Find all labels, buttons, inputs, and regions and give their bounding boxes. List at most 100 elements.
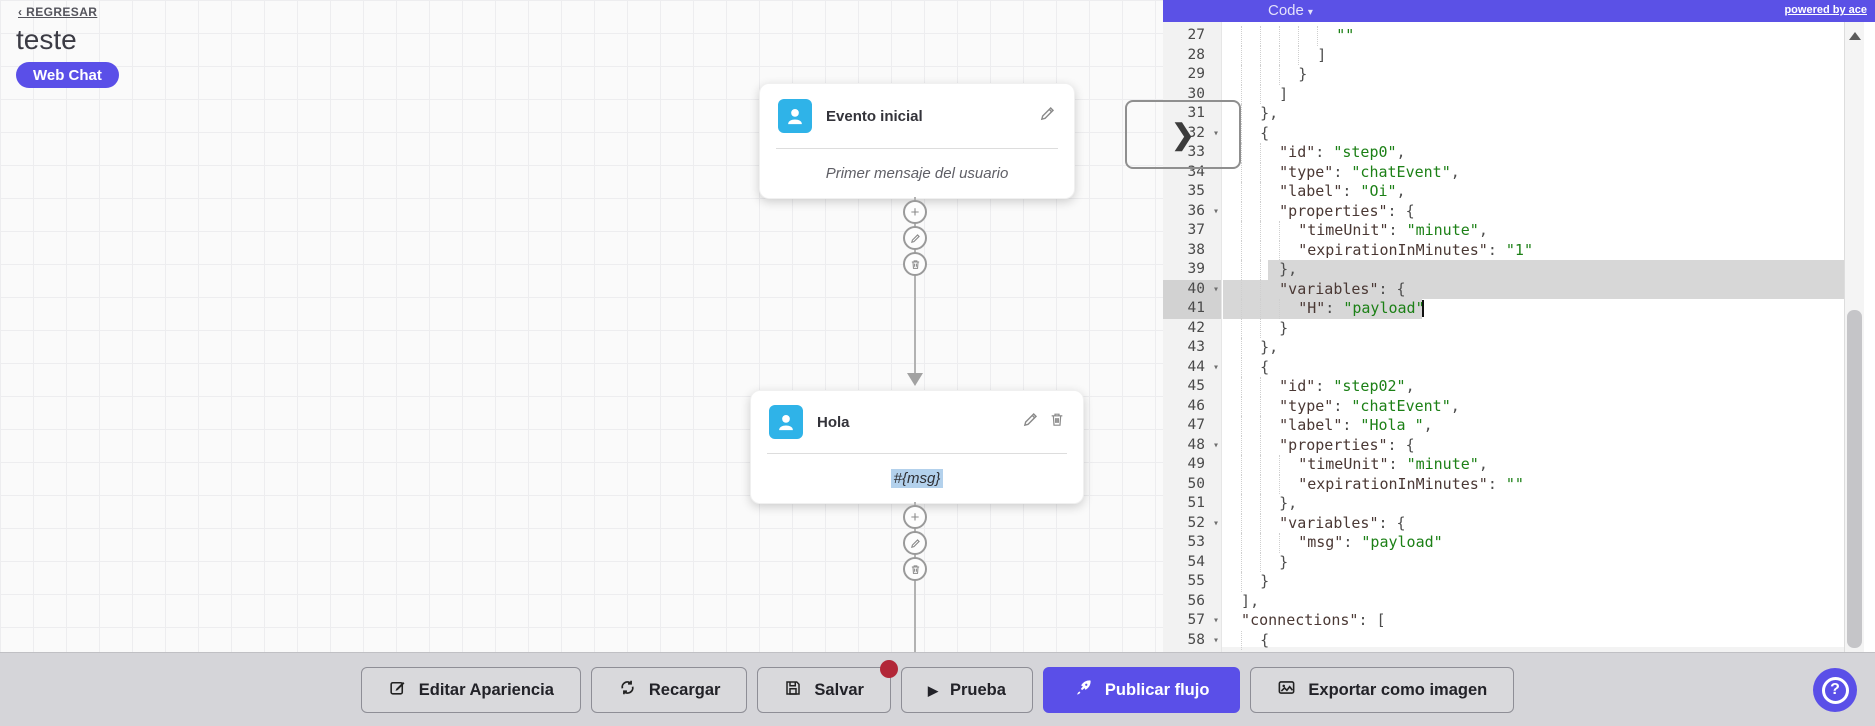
node-hola[interactable]: Hola #{msg}: [750, 390, 1084, 504]
edit-node-icon[interactable]: [1022, 411, 1039, 433]
user-icon: [769, 405, 803, 439]
gutter-line-number[interactable]: 52▾: [1163, 514, 1221, 534]
publish-button[interactable]: Publicar flujo: [1042, 667, 1241, 713]
flow-canvas[interactable]: ‹ REGRESAR teste Web Chat Evento inicial…: [0, 0, 1163, 652]
gutter-line-number[interactable]: 28: [1187, 46, 1205, 63]
reload-button[interactable]: Recargar: [590, 667, 748, 713]
pencil-icon: [910, 538, 920, 548]
code-line: "expirationInMinutes": "1": [1223, 240, 1844, 260]
code-line: "variables": {: [1223, 513, 1844, 533]
trash-icon: [911, 564, 919, 574]
fold-arrow-icon[interactable]: ▾: [1212, 361, 1219, 373]
scrollbar-thumb[interactable]: [1847, 310, 1862, 648]
gutter-line-number[interactable]: 31: [1187, 105, 1205, 121]
gutter-line-number[interactable]: 55: [1187, 573, 1205, 589]
vertical-scrollbar[interactable]: [1844, 22, 1875, 652]
text-selection: [1268, 260, 1844, 280]
connector: +: [903, 197, 927, 390]
gutter-line-number[interactable]: 56: [1187, 592, 1205, 609]
gutter-line-number[interactable]: 46: [1187, 397, 1205, 414]
collapse-editor-button[interactable]: ❯: [1125, 100, 1241, 169]
code-line: "": [1223, 26, 1844, 46]
edit-appearance-button[interactable]: Editar Apariencia: [360, 667, 581, 713]
gutter-line-number[interactable]: 30: [1187, 85, 1205, 102]
editor-mode-dropdown[interactable]: Code▾: [1268, 2, 1313, 19]
test-button[interactable]: ▶Prueba: [900, 667, 1033, 713]
gutter-line-number[interactable]: 37: [1187, 222, 1205, 238]
code-line: "variables": {: [1223, 279, 1844, 299]
code-line: "id": "step02",: [1223, 377, 1844, 397]
chevron-down-icon: ▾: [1307, 7, 1313, 18]
gutter-line-number[interactable]: 32▾: [1163, 124, 1221, 144]
add-step-button[interactable]: +: [903, 505, 927, 529]
connector-arrow-icon: [907, 373, 923, 386]
powered-by-ace-link[interactable]: powered by ace: [1784, 4, 1867, 16]
gutter-line-number[interactable]: 29: [1187, 66, 1205, 82]
fold-arrow-icon[interactable]: ▾: [1212, 205, 1219, 217]
delete-connection-button[interactable]: [903, 252, 927, 276]
code-line: {: [1223, 630, 1844, 650]
gutter-line-number[interactable]: 50: [1187, 475, 1205, 492]
connector-line: [914, 197, 916, 373]
fold-arrow-icon[interactable]: ▾: [1212, 517, 1219, 529]
code-line: },: [1223, 338, 1844, 358]
add-step-button[interactable]: +: [903, 200, 927, 224]
gutter-line-number[interactable]: 42: [1187, 319, 1205, 336]
node-divider: [776, 148, 1058, 149]
gutter-line-number[interactable]: 54: [1187, 553, 1205, 570]
delete-node-icon[interactable]: [1049, 411, 1065, 433]
question-mark-icon: ?: [1821, 676, 1849, 704]
button-label: Recargar: [648, 680, 721, 699]
editor-text-area[interactable]: ""]}]},{"id": "step0","type": "chatEvent…: [1222, 22, 1844, 652]
gutter-line-number[interactable]: 44▾: [1163, 358, 1221, 378]
gutter-line-number[interactable]: 38: [1187, 241, 1205, 258]
play-icon: ▶: [928, 681, 938, 700]
save-button[interactable]: Salvar: [757, 660, 898, 713]
horizontal-scrollbar[interactable]: [1222, 647, 1844, 652]
scrollbar-track[interactable]: [1844, 22, 1864, 652]
gutter-line-number[interactable]: 33: [1187, 144, 1205, 160]
node-divider: [767, 453, 1067, 454]
selected-variable-text: #{msg}: [890, 468, 944, 488]
code-line: "label": "Oi",: [1223, 182, 1844, 202]
gutter-line-number[interactable]: 49: [1187, 456, 1205, 472]
gutter-line-number[interactable]: 41: [1163, 299, 1221, 319]
fold-arrow-icon[interactable]: ▾: [1212, 439, 1219, 451]
node-title: Hola: [817, 413, 850, 431]
gutter-line-number[interactable]: 40▾: [1163, 279, 1221, 299]
scroll-up-arrow-icon[interactable]: [1849, 32, 1861, 40]
fold-arrow-icon[interactable]: ▾: [1212, 634, 1219, 646]
gutter-line-number[interactable]: 43: [1187, 339, 1205, 355]
pencil-icon: [910, 233, 920, 243]
gutter-line-number[interactable]: 47: [1187, 417, 1205, 433]
save-icon: [784, 679, 802, 702]
gutter-line-number[interactable]: 53: [1187, 534, 1205, 550]
gutter-line-number[interactable]: 57▾: [1163, 611, 1221, 631]
back-link[interactable]: ‹ REGRESAR: [18, 5, 98, 19]
help-button[interactable]: ?: [1813, 668, 1857, 712]
code-line: "H": "payload": [1223, 299, 1844, 319]
gutter-line-number[interactable]: 51: [1187, 495, 1205, 511]
gutter-line-number[interactable]: 27: [1187, 27, 1205, 43]
code-line: }: [1223, 65, 1844, 85]
delete-connection-button[interactable]: [903, 557, 927, 581]
node-evento-inicial[interactable]: Evento inicial Primer mensaje del usuari…: [759, 83, 1075, 199]
code-line: "timeUnit": "minute",: [1223, 221, 1844, 241]
fold-arrow-icon[interactable]: ▾: [1212, 127, 1219, 139]
channel-badge: Web Chat: [16, 62, 119, 88]
code-line: "connections": [: [1241, 611, 1386, 629]
gutter-line-number[interactable]: 35: [1187, 183, 1205, 199]
edit-connection-button[interactable]: [903, 226, 927, 250]
gutter-line-number[interactable]: 45: [1187, 378, 1205, 394]
gutter-line-number[interactable]: 36▾: [1163, 202, 1221, 222]
gutter-line-number[interactable]: 58▾: [1163, 631, 1221, 651]
edit-connection-button[interactable]: [903, 531, 927, 555]
fold-arrow-icon[interactable]: ▾: [1212, 615, 1219, 626]
edit-node-icon[interactable]: [1039, 105, 1056, 127]
gutter-line-number[interactable]: 39: [1187, 261, 1205, 277]
fold-arrow-icon[interactable]: ▾: [1212, 283, 1219, 295]
export-image-button[interactable]: Exportar como imagen: [1250, 667, 1515, 713]
chevron-right-icon: ❯: [1171, 119, 1195, 150]
code-line: },: [1223, 494, 1844, 514]
gutter-line-number[interactable]: 48▾: [1163, 436, 1221, 456]
